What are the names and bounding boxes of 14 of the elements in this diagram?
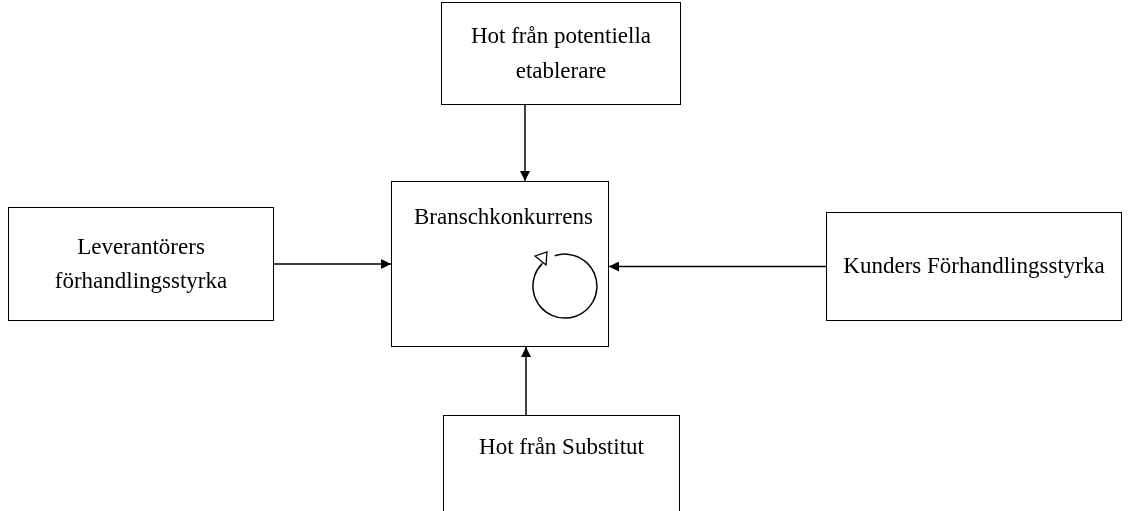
process-box [443,415,680,511]
box-label: Hot från Substitut [479,433,644,461]
arrow [520,104,530,182]
box-label: Hot från potentiella etablerare [469,22,653,85]
process-box [826,212,1122,321]
box-label: Kunders Förhandlingsstyrka [843,252,1105,281]
arrow [273,259,392,269]
process-box [391,181,609,347]
box-label: Leverantörers förhandlingsstyrka [53,232,229,295]
process-box [8,207,274,321]
box-label: Branschkonkurrens [414,203,593,231]
arrow [608,261,827,272]
process-box [441,2,681,105]
arrow [521,346,531,416]
